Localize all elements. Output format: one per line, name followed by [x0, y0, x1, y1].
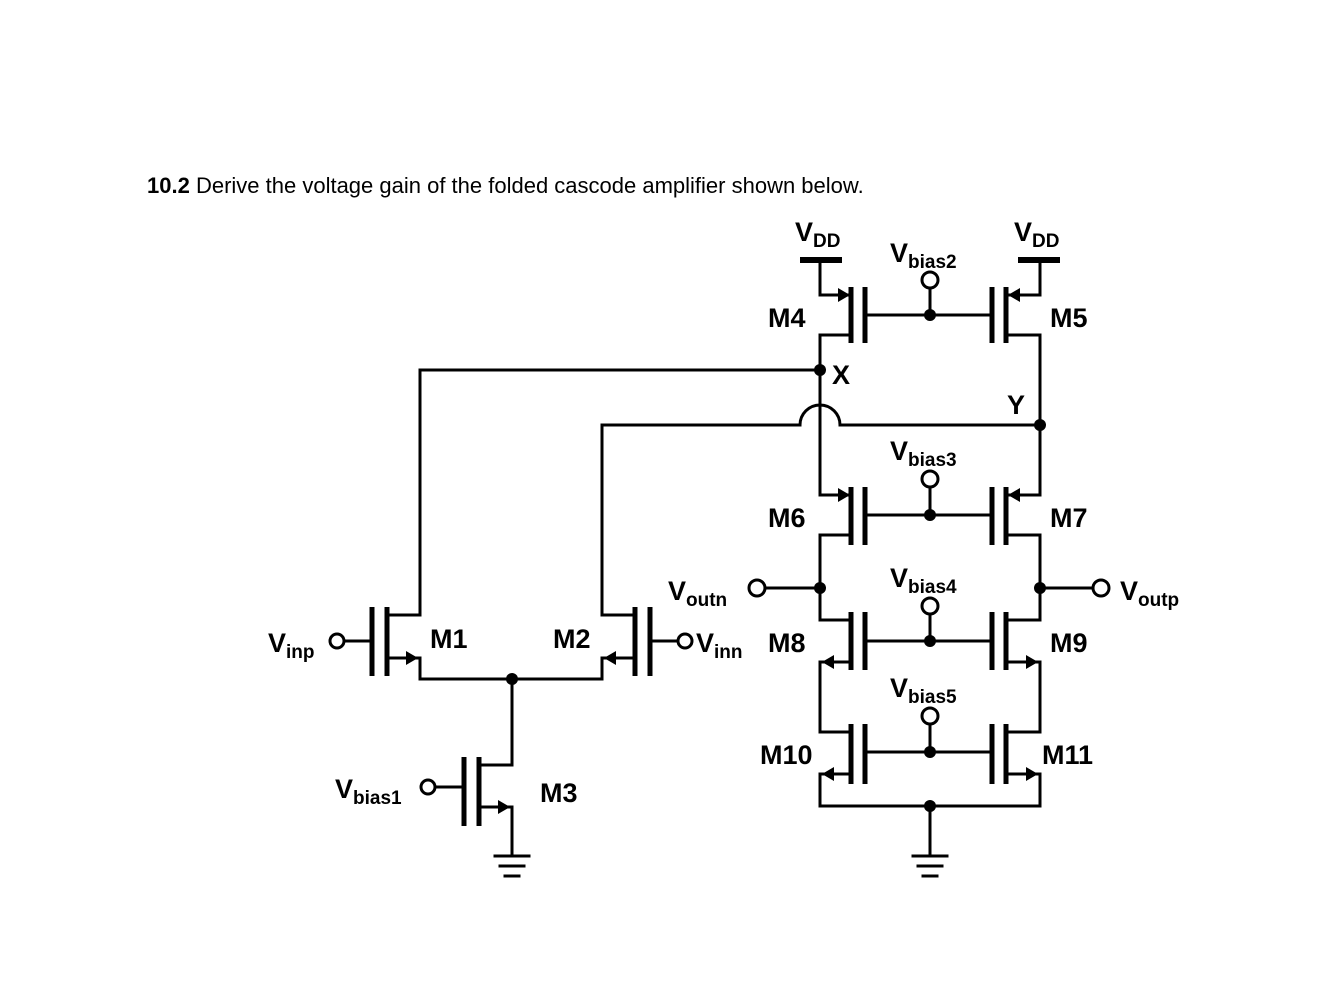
node-x: X — [418, 360, 850, 617]
svg-text:M9: M9 — [1050, 628, 1088, 658]
vbias2-net: Vbias2 — [863, 238, 994, 321]
transistor-m8: M8 — [768, 586, 868, 722]
voutp-pin — [1091, 578, 1111, 598]
vbias4-pin — [920, 596, 940, 616]
transistor-m1: M1 Vinp — [268, 607, 514, 681]
svg-text:M11: M11 — [1042, 740, 1093, 770]
svg-text:Voutn: Voutn — [668, 576, 727, 611]
svg-text:M1: M1 — [430, 624, 468, 654]
voutp-net: Voutp — [1034, 576, 1179, 611]
svg-text:Vbias5: Vbias5 — [890, 673, 957, 708]
svg-text:M8: M8 — [768, 628, 806, 658]
svg-text:Vinn: Vinn — [696, 628, 743, 663]
svg-text:VDD: VDD — [1014, 217, 1059, 252]
svg-text:M7: M7 — [1050, 503, 1088, 533]
vbias3-net: Vbias3 — [863, 436, 994, 521]
svg-text:M2: M2 — [553, 624, 591, 654]
svg-text:M5: M5 — [1050, 303, 1088, 333]
transistor-m11: M11 — [989, 718, 1093, 808]
vinp-pin — [328, 632, 346, 650]
problem-number: 10.2 — [147, 173, 190, 198]
vbias1-pin — [419, 778, 437, 796]
svg-text:Vbias2: Vbias2 — [890, 238, 957, 273]
svg-text:M3: M3 — [540, 778, 578, 808]
vbias4-net: Vbias4 — [863, 563, 994, 647]
problem-statement: 10.2 Derive the voltage gain of the fold… — [147, 173, 864, 199]
svg-text:X: X — [832, 360, 850, 390]
svg-text:M10: M10 — [760, 740, 813, 770]
svg-text:Vinp: Vinp — [268, 628, 315, 663]
svg-text:Vbias3: Vbias3 — [890, 436, 957, 471]
vdd-left: VDD — [795, 217, 842, 263]
transistor-m4: M4 — [768, 258, 868, 372]
vinn-pin — [676, 632, 694, 650]
vbias3-pin — [920, 469, 940, 489]
transistor-m7: M7 — [989, 487, 1088, 590]
ground-right — [911, 800, 949, 878]
ground-left — [493, 854, 531, 878]
transistor-m3: M3 Vbias1 — [335, 677, 578, 857]
transistor-m6: M6 — [768, 487, 868, 590]
svg-text:M6: M6 — [768, 503, 806, 533]
node-y: Y — [600, 390, 1046, 617]
svg-text:Vbias1: Vbias1 — [335, 774, 402, 809]
svg-text:Vbias4: Vbias4 — [890, 563, 957, 598]
svg-text:VDD: VDD — [795, 217, 840, 252]
transistor-m9: M9 — [989, 586, 1088, 722]
voutn-pin — [747, 578, 767, 598]
transistor-m2: M2 Vinn — [510, 607, 743, 681]
transistor-m10: M10 — [760, 718, 1042, 808]
vbias2-pin — [920, 270, 940, 290]
svg-text:Y: Y — [1007, 390, 1025, 420]
vdd-right: VDD — [1014, 217, 1060, 263]
vbias5-pin — [920, 706, 940, 726]
svg-text:Voutp: Voutp — [1120, 576, 1179, 611]
svg-text:M4: M4 — [768, 303, 806, 333]
vbias5-net: Vbias5 — [863, 673, 994, 758]
voutn-net: Voutn — [668, 576, 826, 611]
problem-text: Derive the voltage gain of the folded ca… — [195, 173, 864, 198]
